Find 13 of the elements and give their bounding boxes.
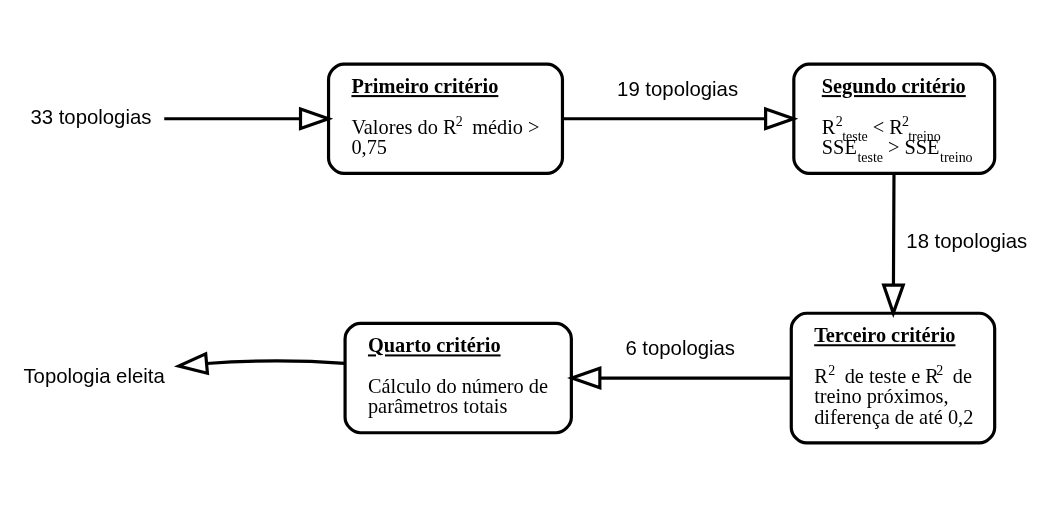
edge-label: 6 topologias [625,336,736,359]
arrow [173,351,345,376]
arrow [881,173,906,318]
node-box: Quarto critério Cálculo do número de parâmetros totais [343,321,573,435]
arrow [164,106,334,131]
arrow [562,106,799,131]
node-text: 33 topologias [30,105,152,128]
edge-label: 18 topologias [906,230,1028,253]
node-text: Topologia eleita [23,364,165,387]
node-box: Primeiro critério Valores do R$^{2}$ médio > 0,75 [326,62,565,175]
edge-label: 19 topologias [617,77,739,100]
node-box: Terceiro critério R$^{2}$ de teste e R$^{2}$ de treino próximos, diferença de até 0,2 [789,311,997,445]
arrow [567,366,792,391]
